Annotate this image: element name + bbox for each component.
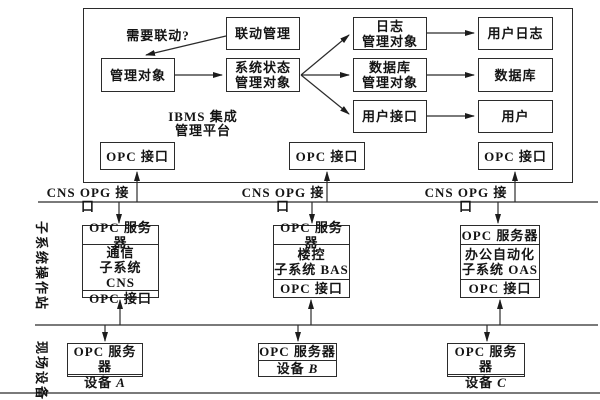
- subsystem-bas: OPC 服务器 楼控 子系统 BAS OPC 接口: [273, 220, 350, 298]
- device-c-letter: C: [497, 375, 507, 390]
- device-a-opc-server: OPC 服务器: [73, 344, 137, 374]
- device-b-opc-server: OPC 服务器: [259, 344, 336, 360]
- tier-label-operation-station: 子系统操作站: [34, 221, 49, 312]
- node-user-interface: 用户接口: [353, 100, 427, 133]
- subsystem-oas: OPC 服务器 办公自动化 子系统 OAS OPC 接口: [460, 225, 540, 298]
- device-a-letter: A: [116, 375, 126, 390]
- subsystem-oas-name: 办公自动化 子系统 OAS: [461, 244, 539, 279]
- device-b-letter: B: [308, 360, 319, 376]
- node-log-managed-object: 日志 管理对象: [353, 17, 427, 50]
- subsystem-cns-name: 通信 子系统 CNS: [83, 244, 158, 290]
- subsystem-oas-opc-server: OPC 服务器: [461, 227, 539, 243]
- subsystem-oas-opc-interface: OPC 接口: [461, 279, 539, 297]
- node-system-status-managed-object: 系统状态 管理对象: [226, 58, 300, 92]
- subsystem-bas-name: 楼控 子系统 BAS: [274, 244, 349, 279]
- bus-label-2: CNS OPG 接口: [241, 185, 325, 214]
- device-c-opc-server: OPC 服务器: [454, 344, 518, 374]
- node-user: 用户: [478, 100, 553, 133]
- arrow-status-to-userif: [300, 74, 350, 115]
- node-user-log: 用户日志: [478, 17, 553, 50]
- platform-opc-interface-2: OPC 接口: [289, 142, 365, 170]
- ibms-platform-frame: [83, 8, 573, 183]
- subsystem-cns: OPC 服务器 通信 子系统 CNS OPC 接口: [82, 220, 159, 306]
- platform-opc-interface-3: OPC 接口: [478, 142, 553, 170]
- platform-opc-interface-1: OPC 接口: [100, 142, 175, 170]
- subsystem-bas-opc-interface: OPC 接口: [274, 279, 349, 297]
- tier-label-field-device: 现场设备: [34, 341, 49, 400]
- arrow-status-to-log: [300, 34, 350, 76]
- node-managed-object: 管理对象: [101, 58, 175, 92]
- subsystem-cns-opc-interface: OPC 接口: [83, 290, 158, 306]
- arrow-linkage-to-managed: [145, 35, 227, 56]
- node-database: 数据库: [478, 58, 553, 92]
- device-a-prefix: 设备: [84, 375, 113, 390]
- device-b-prefix: 设备: [276, 360, 305, 376]
- device-c-prefix: 设备: [465, 375, 494, 390]
- node-linkage-management: 联动管理: [226, 17, 300, 50]
- platform-title: IBMS 集成 管理平台: [168, 109, 238, 138]
- bus-label-3: CNS OPG 接口: [424, 185, 508, 214]
- subsystem-bas-opc-server: OPC 服务器: [280, 220, 343, 250]
- subsystem-cns-opc-server: OPC 服务器: [89, 220, 152, 250]
- linkage-question-label: 需要联动?: [126, 28, 190, 43]
- bus-label-1: CNS OPG 接口: [46, 185, 130, 214]
- node-db-managed-object: 数据库 管理对象: [353, 58, 427, 92]
